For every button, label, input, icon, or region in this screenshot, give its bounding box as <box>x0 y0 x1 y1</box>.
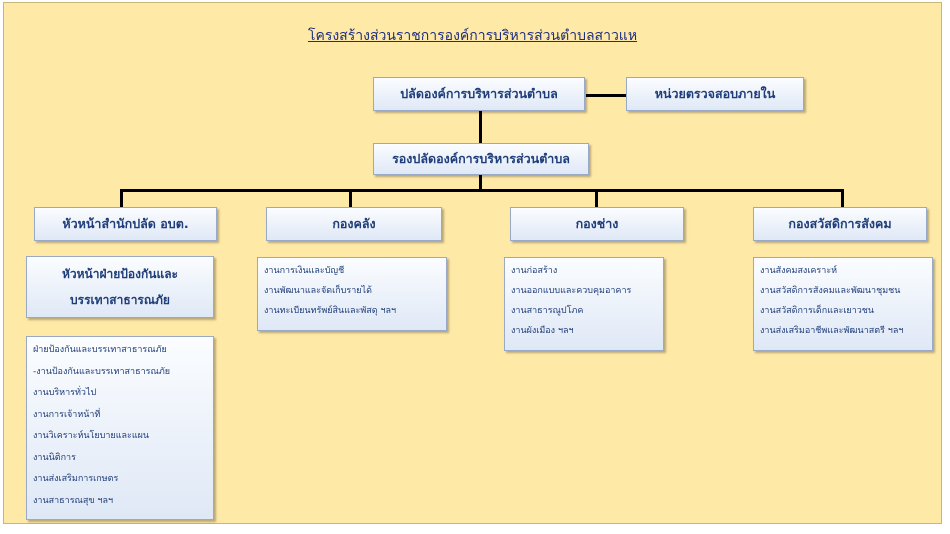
connector-head-deputy <box>479 111 482 143</box>
list-item: งานก่อสร้าง <box>511 266 558 276</box>
list-item: งานสาธารณูปโภค <box>511 306 584 316</box>
list-item: งานการเงินและบัญชี <box>264 266 345 276</box>
office-task-list: ฝ่ายป้องกันและบรรเทาสาธารณภัย -งานป้องกั… <box>26 336 214 520</box>
connector-bus <box>120 189 844 192</box>
division-label: กองช่าง <box>575 216 619 231</box>
list-item: งานนิติการ <box>33 452 76 463</box>
engineering-task-list: งานก่อสร้าง งานออกแบบและควบคุมอาคาร งานส… <box>504 257 664 351</box>
connector-bus-div2 <box>349 189 352 207</box>
list-item: งานสาธารณสุข ฯลฯ <box>33 495 114 506</box>
connector-bus-div3 <box>595 189 598 207</box>
list-item: ฝ่ายป้องกันและบรรเทาสาธารณภัย <box>33 345 167 355</box>
deputy-administrator-box: รองปลัดองค์การบริหารส่วนตำบล <box>373 143 589 175</box>
deputy-administrator-label: รองปลัดองค์การบริหารส่วนตำบล <box>392 151 570 166</box>
connector-deputy-bus <box>479 175 482 190</box>
list-item: งานสังคมสงเคราะห์ <box>760 266 838 276</box>
division-label: กองสวัสดิการสังคม <box>788 216 892 231</box>
internal-audit-label: หน่วยตรวจสอบภายใน <box>654 86 776 101</box>
chart-title: โครงสร้างส่วนราชการองค์การบริหารส่วนตำบล… <box>307 28 638 44</box>
list-item: งานส่งเสริมอาชีพและพัฒนาสตรี ฯลฯ <box>760 326 904 336</box>
internal-audit-box: หน่วยตรวจสอบภายใน <box>626 77 804 111</box>
division-label: กองคลัง <box>332 216 376 231</box>
connector-bus-div1 <box>120 189 123 207</box>
division-box-engineering: กองช่าง <box>510 207 684 241</box>
division-box-finance: กองคลัง <box>266 207 442 241</box>
division-label: หัวหน้าสำนักปลัด อบต. <box>62 216 189 231</box>
list-item: งานบริหารทั่วไป <box>33 388 97 398</box>
welfare-task-list: งานสังคมสงเคราะห์ งานสวัสดิการสังคมและพั… <box>753 257 933 351</box>
list-item: งานสวัสดิการเด็กและเยาวชน <box>760 306 875 316</box>
list-item: งานผังเมือง ฯลฯ <box>511 326 574 336</box>
chief-administrator-label: ปลัดองค์การบริหารส่วนตำบล <box>400 86 558 101</box>
division-box-office: หัวหน้าสำนักปลัด อบต. <box>34 207 217 241</box>
list-item: งานวิเคราะห์นโยบายและแผน <box>33 431 150 441</box>
list-item: งานสวัสดิการสังคมและพัฒนาชุมชน <box>760 286 901 296</box>
list-item: งานทะเบียนทรัพย์สินและพัสดุ ฯลฯ <box>264 306 397 316</box>
list-item: -งานป้องกันและบรรเทาสาธารณภัย <box>33 366 171 377</box>
connector-head-audit <box>586 94 628 97</box>
finance-task-list: งานการเงินและบัญชี งานพัฒนาและจัดเก็บราย… <box>257 257 447 331</box>
connector-bus-div4 <box>841 189 844 207</box>
disaster-prevention-head-box: หัวหน้าฝ่ายป้องกันและ บรรเทาสาธารณภัย <box>26 256 214 318</box>
list-item: งานพัฒนาและจัดเก็บรายได้ <box>264 286 372 296</box>
sub-head-line: บรรเทาสาธารณภัย <box>70 293 170 307</box>
sub-head-line: หัวหน้าฝ่ายป้องกันและ <box>62 267 178 281</box>
list-item: งานออกแบบและควบคุมอาคาร <box>511 286 632 296</box>
org-chart-canvas: โครงสร้างส่วนราชการองค์การบริหารส่วนตำบล… <box>3 2 942 524</box>
list-item: งานการเจ้าหน้าที่ <box>33 409 101 420</box>
chief-administrator-box: ปลัดองค์การบริหารส่วนตำบล <box>373 77 585 111</box>
division-box-welfare: กองสวัสดิการสังคม <box>753 207 927 241</box>
list-item: งานส่งเสริมการเกษตร <box>33 474 119 484</box>
